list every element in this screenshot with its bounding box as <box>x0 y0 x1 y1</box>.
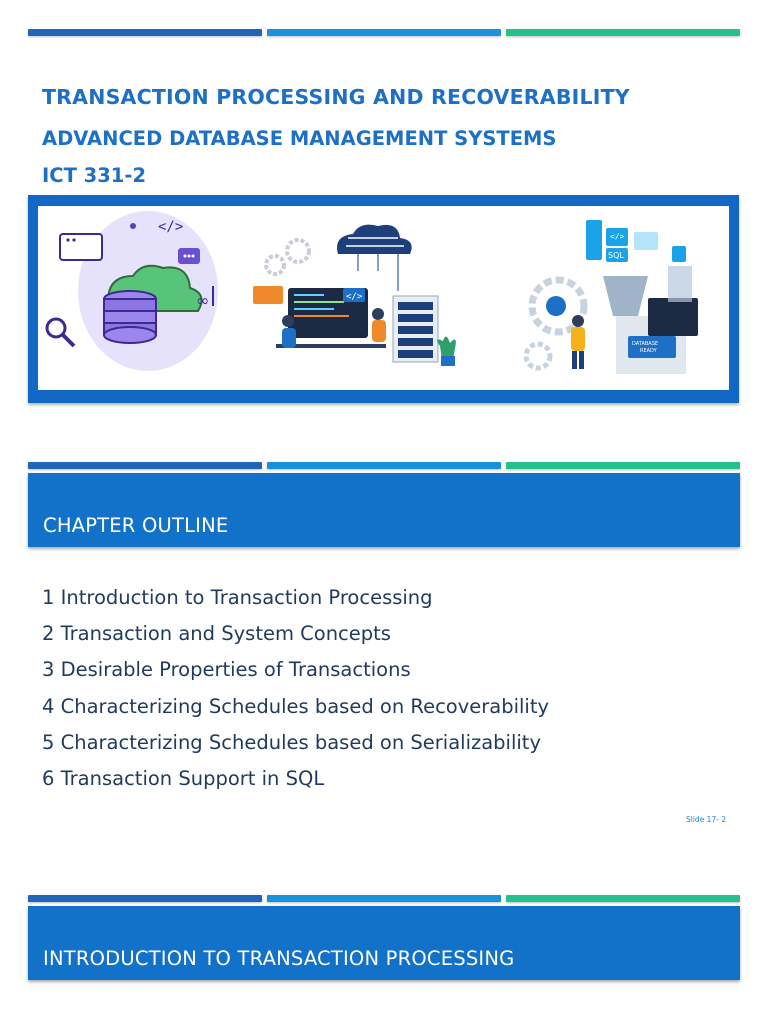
outline-item: 1 Introduction to Transaction Processing <box>42 586 433 609</box>
svg-text:DATABASE: DATABASE <box>632 341 658 347</box>
svg-text:∞: ∞ <box>196 291 209 310</box>
code-tag-text: </> <box>158 219 183 235</box>
cloud-server-icon <box>264 224 412 291</box>
sql-tag: SQL <box>608 251 624 260</box>
accent-stripe-dark <box>28 462 262 469</box>
plant-icon <box>437 336 456 366</box>
outline-list: 1 Introduction to Transaction Processing… <box>42 580 549 797</box>
accent-stripe-mid <box>267 462 501 469</box>
introduction-title: INTRODUCTION TO TRANSACTION PROCESSING <box>43 947 515 970</box>
banner-canvas: </> ∞ <box>38 206 729 390</box>
outline-item: 4 Characterizing Schedules based on Reco… <box>42 694 550 718</box>
server-rack-icon <box>392 295 439 363</box>
presentation-title: TRANSACTION PROCESSING AND RECOVERABILIT… <box>42 85 630 109</box>
outline-item: 3 Desirable Properties of Transactions <box>42 658 411 682</box>
accent-stripe-mid <box>267 29 501 36</box>
code-icon-label: </> <box>346 292 363 302</box>
course-name: ADVANCED DATABASE MANAGEMENT SYSTEMS <box>42 127 557 150</box>
outline-item: 5 Characterizing Schedules based on Seri… <box>42 730 541 754</box>
mini-code-tag: </> <box>610 232 625 241</box>
svg-text:READY: READY <box>640 348 658 354</box>
slide-chapter-outline: CHAPTER OUTLINE 1 Introduction to Transa… <box>28 462 740 824</box>
outline-item: 6 Transaction Support in SQL <box>42 766 325 790</box>
banner-illustration: </> ∞ <box>28 195 739 403</box>
data-cube-icon: </> SQL DATABASE READY <box>523 220 698 374</box>
introduction-header: INTRODUCTION TO TRANSACTION PROCESSING <box>28 906 740 980</box>
accent-stripe-dark <box>28 29 262 36</box>
accent-stripe-dark <box>28 895 262 902</box>
course-code: ICT 331-2 <box>42 164 147 187</box>
slide-title: TRANSACTION PROCESSING AND RECOVERABILIT… <box>0 0 768 420</box>
accent-stripe-mid <box>267 895 501 902</box>
accent-stripe-green <box>506 29 740 36</box>
chapter-outline-title: CHAPTER OUTLINE <box>43 514 229 537</box>
database-cloud-icon: </> ∞ <box>45 211 218 371</box>
accent-stripe-green <box>506 895 740 902</box>
chapter-outline-header: CHAPTER OUTLINE <box>28 473 740 547</box>
slide-number: Slide 17- 2 <box>686 815 727 824</box>
database-illustration: </> ∞ <box>45 211 698 374</box>
accent-stripe-green <box>506 462 740 469</box>
outline-item: 2 Transaction and System Concepts <box>42 622 391 646</box>
